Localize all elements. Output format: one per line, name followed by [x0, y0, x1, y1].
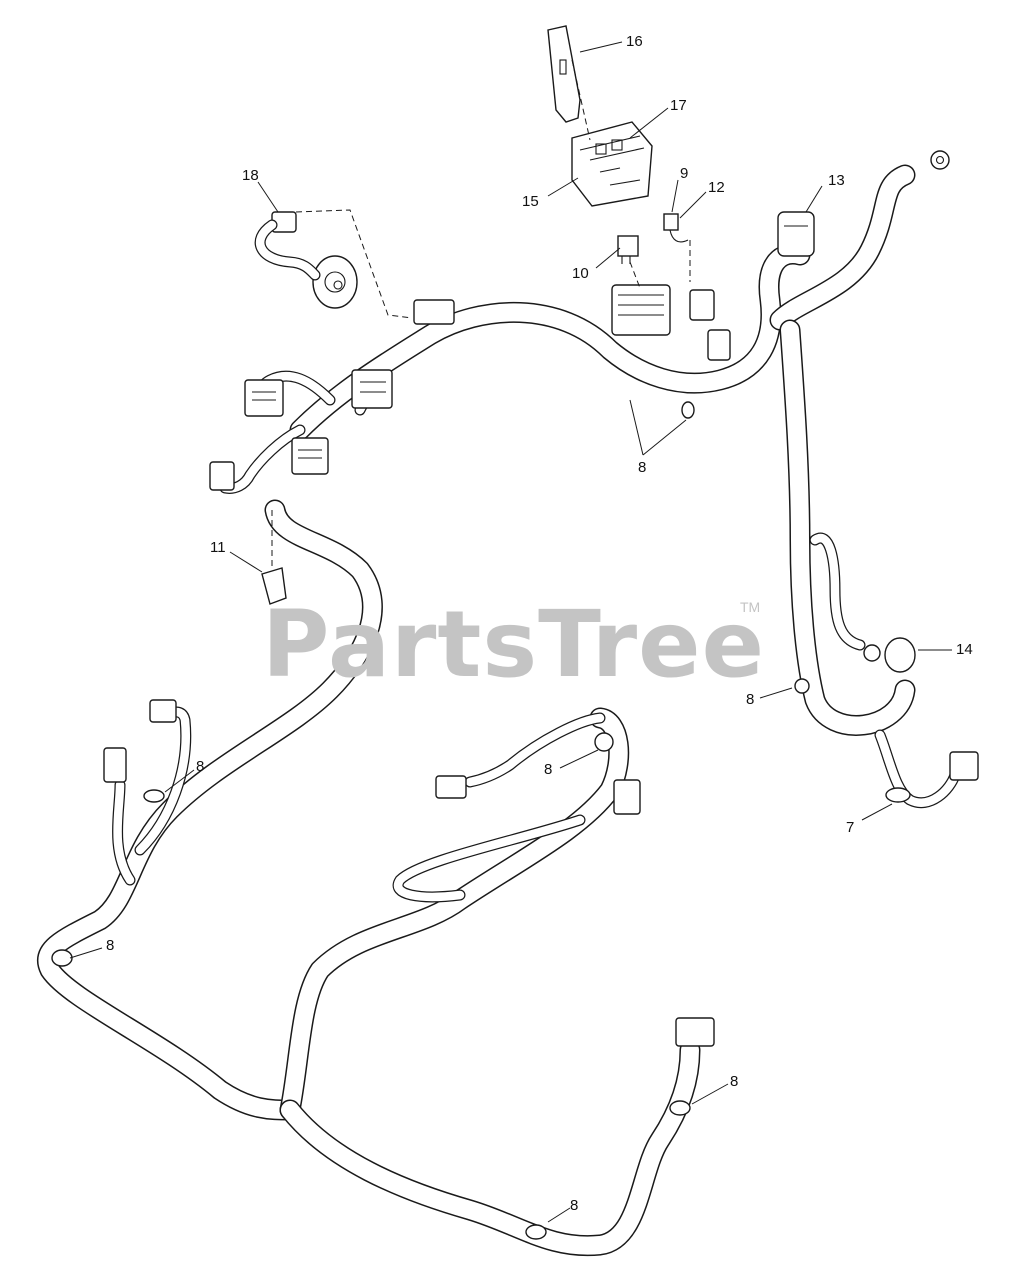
watermark-trademark: TM [740, 599, 760, 615]
assembly-lines [271, 59, 691, 568]
callout-7: 7 [846, 819, 854, 836]
components [51, 25, 979, 1240]
connector-b [351, 369, 393, 409]
callout-labels: 16 17 15 18 9 12 13 10 8 11 14 8 8 8 7 8… [106, 33, 973, 1214]
callout-9: 9 [680, 165, 688, 182]
callout-8-lower-right: 8 [730, 1073, 738, 1090]
connector-f [103, 747, 127, 783]
callout-16: 16 [626, 33, 643, 50]
callout-14: 14 [956, 641, 973, 658]
leader-lines [69, 41, 952, 1223]
connector-e [149, 699, 177, 723]
callout-17: 17 [670, 97, 687, 114]
mini-fuse [663, 213, 679, 231]
callout-8-left: 8 [196, 758, 204, 775]
relay-block [611, 284, 671, 336]
connector-h [613, 779, 641, 815]
callout-11: 11 [210, 539, 226, 556]
terminal-boot [777, 211, 815, 257]
connector-g [435, 775, 467, 799]
fuse-block [571, 121, 653, 207]
watermark: PartsTree TM [262, 591, 765, 698]
callout-8-mid: 8 [544, 761, 552, 778]
connector-d [209, 461, 235, 491]
callout-8-bottom: 8 [570, 1197, 578, 1214]
connector-i [949, 751, 979, 781]
callout-8-harness: 8 [638, 459, 646, 476]
connector-j [675, 1017, 715, 1047]
watermark-text: PartsTree [262, 591, 765, 698]
connector-c [291, 437, 329, 475]
ring-terminal [930, 150, 950, 170]
callout-13: 13 [828, 172, 845, 189]
harness-clip [261, 567, 287, 605]
callout-8-right: 8 [746, 691, 754, 708]
callout-18: 18 [242, 167, 259, 184]
harness-wires [37, 164, 961, 1257]
terminal-cover [884, 637, 916, 673]
callout-8-lower-left: 8 [106, 937, 114, 954]
callout-12: 12 [708, 179, 725, 196]
callout-10: 10 [572, 265, 589, 282]
relay [617, 235, 639, 257]
connector-a [244, 379, 284, 417]
callout-15: 15 [522, 193, 539, 210]
